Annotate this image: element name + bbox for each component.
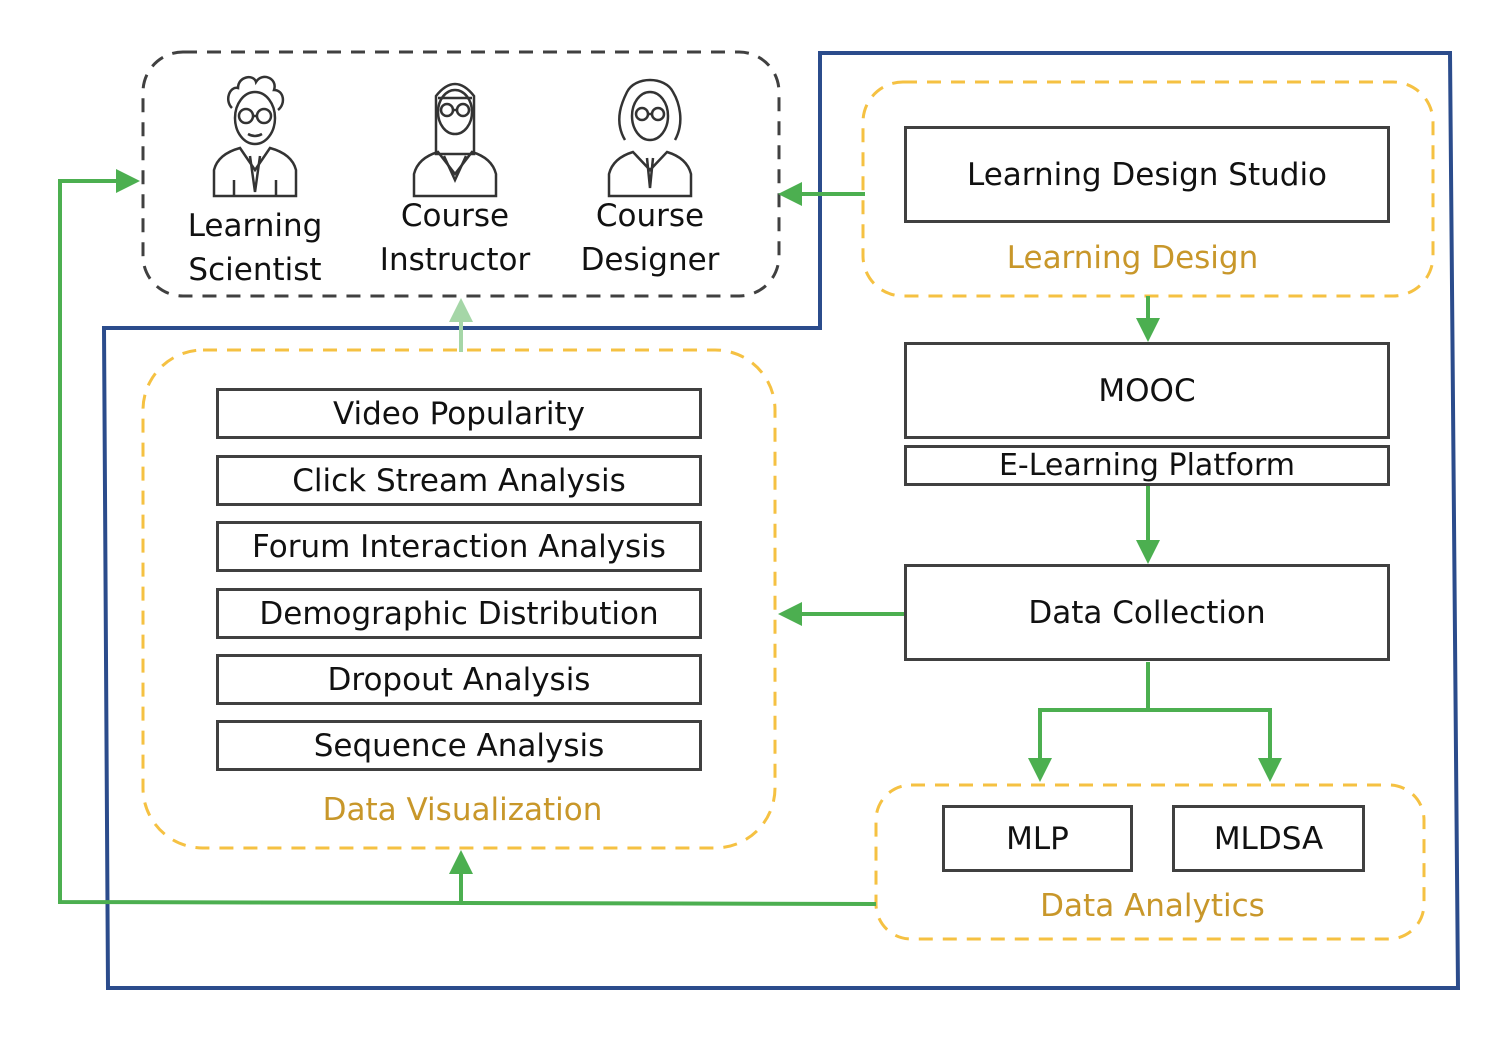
- course-instructor: Course Instructor: [370, 70, 540, 282]
- course-designer: Course Designer: [565, 70, 735, 282]
- mldsa-box: MLDSA: [1172, 805, 1365, 872]
- arrow-collection-to-mlp: [1028, 662, 1150, 782]
- mlp-label: MLP: [1006, 820, 1069, 857]
- viz-item-forum-interaction: Forum Interaction Analysis: [216, 521, 702, 572]
- scientist-icon: [212, 75, 298, 198]
- data-visualization-group-label: Data Visualization: [322, 792, 603, 828]
- learning-design-group-label: Learning Design: [1006, 240, 1259, 276]
- arrow-collection-to-mldsa: [1148, 708, 1282, 782]
- system-boundary: [101, 51, 1461, 990]
- mooc-label: MOOC: [1098, 372, 1196, 409]
- data-collection-box: Data Collection: [904, 564, 1390, 661]
- viz-item-video-popularity: Video Popularity: [216, 388, 702, 439]
- viz-item-demographic: Demographic Distribution: [216, 588, 702, 639]
- arrow-analytics-to-stakeholders: [58, 169, 877, 906]
- data-collection-label: Data Collection: [1028, 594, 1266, 631]
- viz-item-label: Sequence Analysis: [313, 727, 605, 764]
- viz-item-label: Demographic Distribution: [259, 595, 659, 632]
- viz-item-click-stream: Click Stream Analysis: [216, 455, 702, 506]
- elearning-platform-box: E-Learning Platform: [904, 445, 1390, 486]
- elearning-platform-label: E-Learning Platform: [998, 448, 1296, 483]
- stakeholders-group: [141, 50, 781, 298]
- mldsa-label: MLDSA: [1213, 820, 1324, 857]
- learning-scientist-label-1: Learning: [187, 208, 323, 244]
- instructor-icon: [412, 82, 498, 198]
- viz-item-sequence: Sequence Analysis: [216, 720, 702, 771]
- viz-item-label: Forum Interaction Analysis: [252, 528, 666, 565]
- mlp-box: MLP: [942, 805, 1133, 872]
- viz-item-label: Click Stream Analysis: [292, 462, 626, 499]
- viz-item-label: Video Popularity: [332, 395, 586, 432]
- learning-design-studio-box: Learning Design Studio: [904, 126, 1390, 223]
- viz-item-dropout: Dropout Analysis: [216, 654, 702, 705]
- learning-scientist: Learning Scientist: [170, 70, 340, 292]
- data-analytics-group-label: Data Analytics: [1040, 888, 1265, 924]
- viz-item-label: Dropout Analysis: [327, 661, 591, 698]
- designer-icon: [607, 78, 693, 198]
- course-instructor-label-2: Instructor: [379, 242, 531, 278]
- learning-scientist-label-2: Scientist: [188, 252, 322, 288]
- data-visualization-group: [141, 348, 777, 850]
- course-instructor-label-1: Course: [400, 198, 510, 234]
- learning-design-studio-label: Learning Design Studio: [966, 156, 1328, 193]
- course-designer-label-1: Course: [595, 198, 705, 234]
- mooc-box: MOOC: [904, 342, 1390, 439]
- course-designer-label-2: Designer: [580, 242, 720, 278]
